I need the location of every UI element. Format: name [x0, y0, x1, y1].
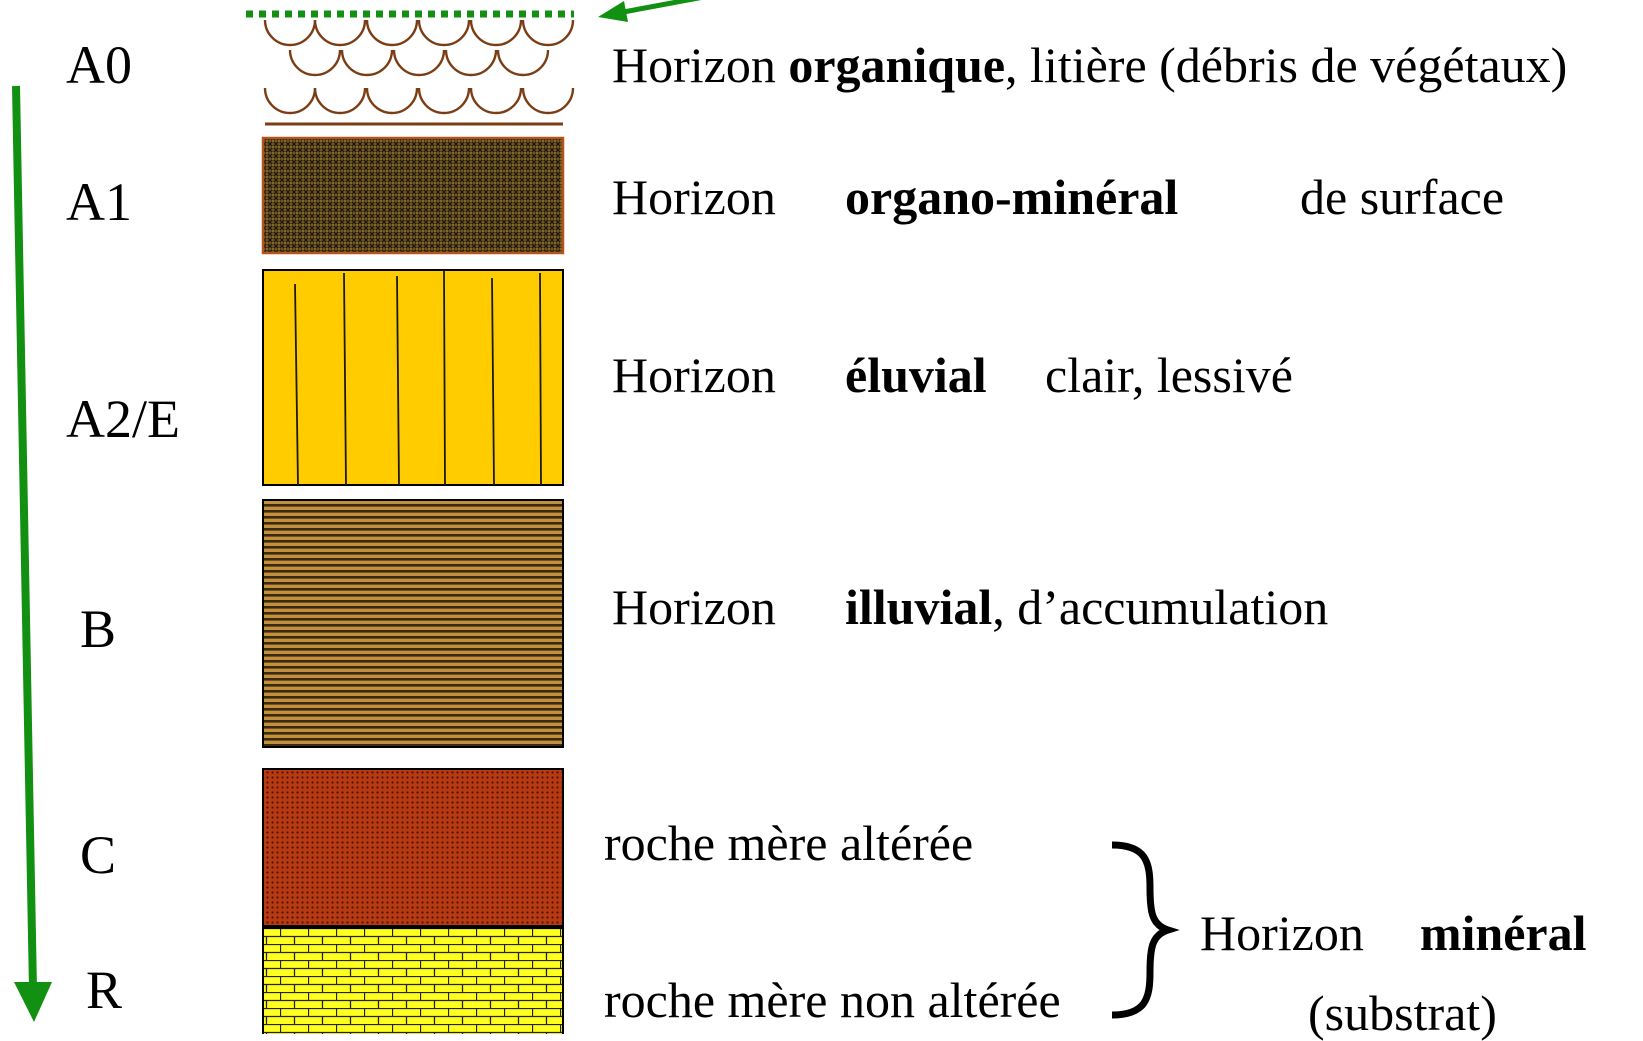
horizon-label-a1: A1: [66, 175, 132, 229]
litter-scale: [498, 50, 548, 75]
horizon-label-a0: A0: [66, 38, 132, 92]
litter-scale: [315, 88, 365, 113]
litter-scale: [471, 88, 521, 113]
litter-scale: [471, 20, 521, 45]
arrow-left-icon: [598, 0, 720, 22]
horizon-desc-c: roche mère altérée: [604, 818, 973, 868]
horizon-a1-layer: [263, 138, 563, 253]
horizon-label-c: C: [80, 828, 116, 882]
horizon-label-r: R: [86, 963, 122, 1017]
litter-scale: [342, 50, 392, 75]
horizon-desc-a1-part-1: Horizon: [612, 172, 776, 222]
mineral-group-keyword: minéral: [1420, 905, 1587, 961]
litter-scale: [290, 50, 340, 75]
arrow-down-icon: [14, 86, 52, 1022]
litter-scale: [265, 88, 315, 113]
horizon-desc-r: roche mère non altérée: [604, 975, 1061, 1025]
horizon-desc-b-part-1: Horizon: [612, 582, 776, 632]
horizon-desc-b-part-3: , d’accumulation: [992, 579, 1328, 635]
horizon-a2e-layer: [263, 270, 563, 485]
desc-a0-part-3: , litière (débris de végétaux): [1005, 37, 1567, 93]
horizon-desc-a1-part-3: de surface: [1300, 172, 1504, 222]
litter-scale: [419, 20, 469, 45]
litter-scale: [419, 88, 469, 113]
horizon-desc-b-line: illuvial, d’accumulation: [845, 582, 1328, 632]
litter-scale: [265, 20, 315, 45]
litter-layer-a0: [265, 20, 573, 113]
horizon-desc-a1-keyword: organo-minéral: [845, 172, 1178, 222]
horizon-r-layer: [263, 928, 563, 1034]
litter-scale: [523, 20, 573, 45]
litter-scale: [367, 88, 417, 113]
litter-scale: [367, 20, 417, 45]
horizon-desc-a2e-part-1: Horizon: [612, 350, 776, 400]
horizon-label-b: B: [80, 602, 116, 656]
curly-brace-icon: [1112, 845, 1168, 1015]
mineral-group-sublabel: (substrat): [1308, 988, 1497, 1038]
litter-scale: [315, 20, 365, 45]
horizon-label-a2e: A2/E: [66, 392, 180, 446]
horizon-desc-a2e-keyword: éluvial: [845, 350, 987, 400]
horizon-desc-a2e-part-3: clair, lessivé: [1045, 350, 1293, 400]
desc-a0-part-1: Horizon: [612, 37, 788, 93]
horizon-b-layer: [263, 500, 563, 747]
litter-scale: [394, 50, 444, 75]
horizon-desc-b-keyword: illuvial: [845, 579, 992, 635]
horizon-c-layer: [263, 769, 563, 926]
mineral-group-label: Horizon minéral: [1200, 908, 1586, 958]
horizon-desc-a0: Horizon organique, litière (débris de vé…: [612, 40, 1567, 90]
litter-scale: [523, 88, 573, 113]
desc-a0-keyword: organique: [788, 37, 1005, 93]
litter-scale: [446, 50, 496, 75]
mineral-group-normal: Horizon: [1200, 905, 1364, 961]
